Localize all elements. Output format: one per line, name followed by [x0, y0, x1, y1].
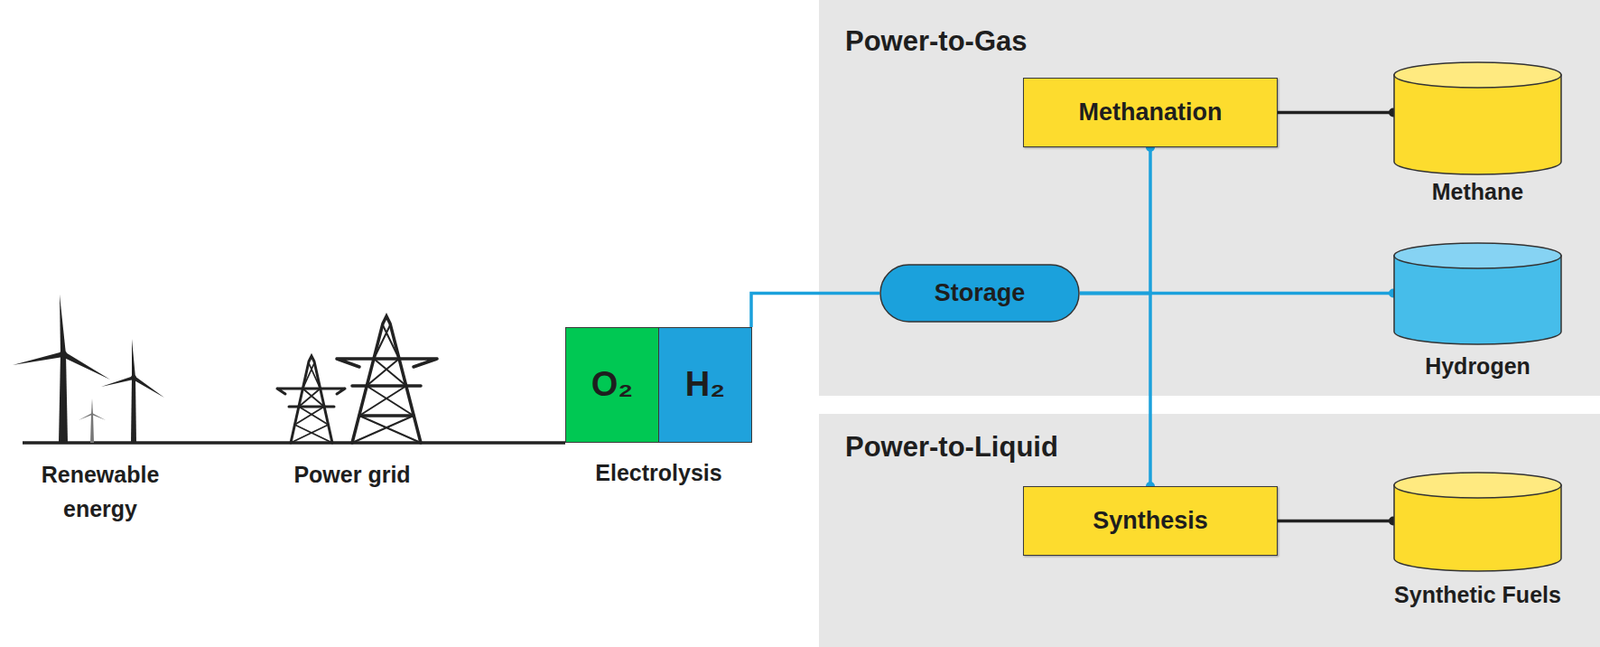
gas-label: H₂: [685, 363, 726, 406]
tank-label: Synthetic Fuels: [1394, 580, 1562, 608]
illustration-label: Power grid: [252, 457, 452, 493]
pylon-arms: [336, 358, 438, 416]
turbine-blade: [101, 375, 134, 387]
unit-label: Electrolysis: [595, 458, 722, 486]
turbine-hub: [130, 374, 137, 381]
turbine-blade: [62, 351, 111, 380]
panel-ground: [818, 0, 1600, 396]
panel-ground: [818, 413, 1600, 647]
turbine-tower: [58, 353, 68, 443]
flow-connector: [1079, 147, 1151, 294]
turbine-tower: [90, 413, 94, 443]
tank-label: Methane: [1432, 177, 1524, 205]
flow-connector: [1079, 293, 1151, 487]
label-slot: Power grid: [252, 457, 452, 493]
pylon-braces: [352, 325, 421, 443]
pylon-braces: [290, 362, 333, 443]
illustration-label: Renewable energy: [18, 457, 182, 526]
tank-outline: [1393, 241, 1563, 345]
gas-label: O₂: [591, 363, 633, 406]
box-label: Synthesis: [1092, 505, 1209, 535]
flow-connector: [751, 293, 880, 328]
pylon-arms: [277, 388, 345, 407]
tank-label: Hydrogen: [1424, 352, 1531, 380]
panel-grounds: [818, 0, 1600, 647]
process-box: Methanation: [1023, 77, 1278, 148]
storage-pill: Storage: [879, 263, 1080, 323]
wind-turbines: [12, 294, 165, 443]
tank-top: [1394, 472, 1562, 498]
turbine-blade: [132, 375, 165, 398]
connector-group: [751, 112, 1394, 521]
panel-heading: Power-to-Liquid: [845, 429, 1059, 464]
panel-region: SynthesisSynthetic FuelsPower-to-Liquid: [818, 413, 1600, 647]
turbine-tower: [130, 377, 137, 443]
turbine-blade: [78, 412, 93, 420]
pill-shape: [880, 264, 1080, 322]
tank-top: [1394, 62, 1562, 88]
storage-tank: Methane: [1393, 61, 1563, 176]
label-slot: Renewable energy: [18, 457, 182, 526]
box-label: Storage: [934, 278, 1026, 307]
tank-top: [1394, 242, 1562, 269]
panel-region: MethanationMethaneStorageHydrogenPower-t…: [818, 0, 1600, 396]
turbine-blade: [131, 338, 136, 378]
panel-heading: Power-to-Gas: [845, 24, 1028, 58]
pylon-legs: [352, 316, 421, 443]
electrolyzer-cell: H₂: [658, 326, 753, 443]
power-pylons: [277, 316, 438, 443]
electrolyzer-unit: O₂H₂Electrolysis: [565, 326, 753, 443]
electrolyzer-cell: O₂: [565, 326, 660, 443]
tank-body: [1394, 74, 1562, 175]
dot-group: [1145, 108, 1398, 526]
storage-tank: Hydrogen: [1393, 241, 1563, 345]
turbine-blade: [92, 412, 106, 420]
pylon-legs: [290, 355, 333, 443]
turbine-blade: [12, 351, 64, 365]
turbine-hub: [59, 350, 67, 358]
flow-connector: [1277, 519, 1394, 523]
flow-connector: [1277, 111, 1394, 115]
storage-tank: Synthetic Fuels: [1393, 471, 1563, 572]
turbine-blade: [59, 294, 66, 354]
turbine-blade: [91, 398, 94, 414]
box-label: Methanation: [1079, 97, 1223, 127]
tank-outline: [1393, 471, 1563, 572]
ground-line: [22, 442, 566, 444]
process-box: Synthesis: [1023, 485, 1278, 556]
tank-outline: [1393, 61, 1563, 176]
